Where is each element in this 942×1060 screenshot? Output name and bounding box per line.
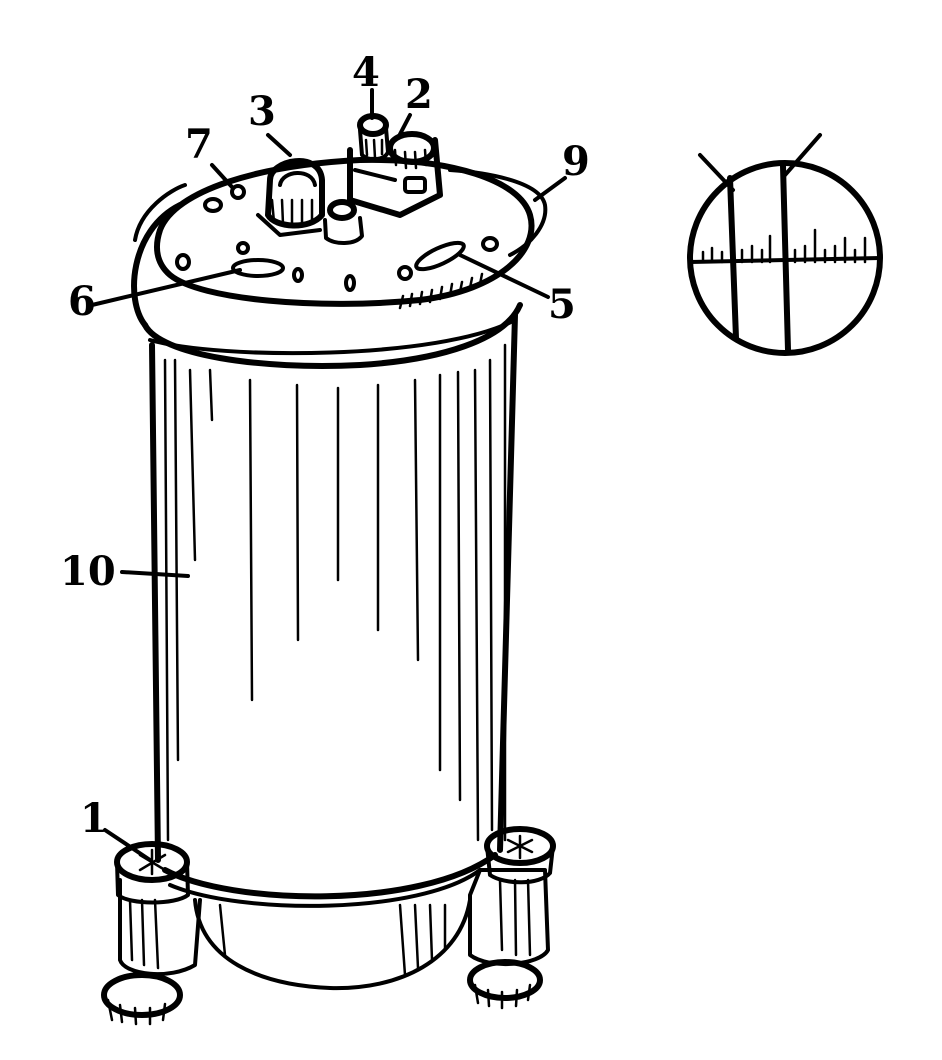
knob-4 bbox=[357, 113, 390, 162]
label-5: 5 bbox=[548, 281, 576, 328]
base bbox=[101, 826, 556, 1026]
top-plate bbox=[131, 113, 548, 369]
hole-7 bbox=[230, 184, 246, 200]
cylinder-tube bbox=[149, 312, 518, 908]
hole bbox=[175, 253, 191, 271]
foot-right bbox=[467, 959, 543, 1001]
label-2: 2 bbox=[405, 71, 433, 118]
leader-lines bbox=[90, 88, 567, 862]
hole bbox=[292, 267, 304, 283]
reticle-view bbox=[687, 133, 883, 356]
label-1: 1 bbox=[80, 795, 108, 842]
label-7: 7 bbox=[185, 121, 213, 168]
label-9: 9 bbox=[562, 138, 590, 185]
hole bbox=[203, 197, 223, 213]
microscope-2 bbox=[347, 131, 443, 218]
label-10: 10 bbox=[60, 548, 116, 595]
slot-window-6 bbox=[231, 258, 285, 278]
label-4: 4 bbox=[352, 49, 380, 96]
eyepiece-3 bbox=[256, 158, 325, 237]
hole bbox=[397, 265, 413, 281]
hole bbox=[481, 236, 499, 252]
slot-window-5 bbox=[414, 240, 466, 272]
hole bbox=[344, 274, 356, 292]
foot-left bbox=[101, 972, 183, 1018]
knob bbox=[323, 199, 364, 245]
label-6: 6 bbox=[68, 278, 96, 325]
hole bbox=[236, 241, 250, 255]
label-3: 3 bbox=[248, 88, 276, 135]
